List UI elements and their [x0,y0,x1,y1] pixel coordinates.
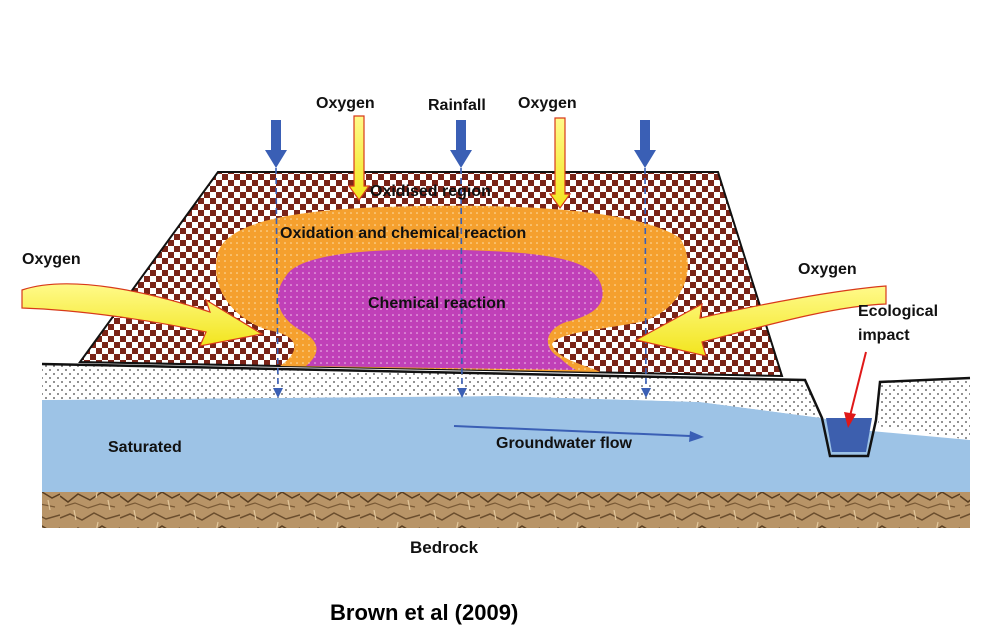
oxygen-right-arrow [634,285,887,357]
impact-arrow-line [849,351,867,417]
rain-arrow [265,120,287,168]
oxidation-reaction-label: Oxidation and chemical reaction [280,225,526,242]
infiltration-arrowhead [273,388,283,398]
citation: Brown et al (2009) [330,600,518,625]
rain-arrow [634,120,656,168]
oxygen-down-arrows [347,115,572,210]
impact-arrowhead [844,412,856,428]
ecological-impact-arrow [844,351,867,428]
infiltration-arrowhead [457,388,467,398]
oxygen-label-top-right: Oxygen [518,95,577,112]
oxygen-arrow [548,117,572,210]
groundwater-flow-arrow [453,425,704,442]
bedrock-label: Bedrock [410,538,479,557]
groundwater-flow-label: Groundwater flow [496,435,633,452]
oxygen-label-left: Oxygen [22,251,81,268]
oxygen-left-arrow [21,283,264,347]
infiltration-line [275,167,279,391]
oxygen-label-right: Oxygen [798,261,857,278]
ground-surface-line [41,362,971,458]
rainfall-arrows [265,120,656,168]
infiltration-line [644,167,647,391]
oxidised-region-label: Oxidised region [370,183,491,200]
groundwater-flow-line [453,425,691,437]
bedrock-layer [42,492,970,528]
oxygen-label-top-left: Oxygen [316,95,375,112]
groundwater-flow-arrowhead [689,431,704,442]
saturated-zone [42,396,970,492]
unsaturated-soil-layer-right [878,378,970,440]
chemical-reaction-zone [277,249,603,370]
rain-arrow [450,120,472,168]
pond [826,418,872,452]
infiltration-lines [273,167,651,398]
ecological-impact-label-line2: impact [858,327,910,344]
oxygen-arrow [347,115,371,202]
ecological-impact-label-line1: Ecological [858,303,938,320]
rainfall-label: Rainfall [428,97,486,114]
chemical-reaction-label: Chemical reaction [368,295,506,312]
infiltration-line [460,167,463,391]
saturated-label: Saturated [108,439,182,456]
infiltration-arrowhead [641,388,651,398]
